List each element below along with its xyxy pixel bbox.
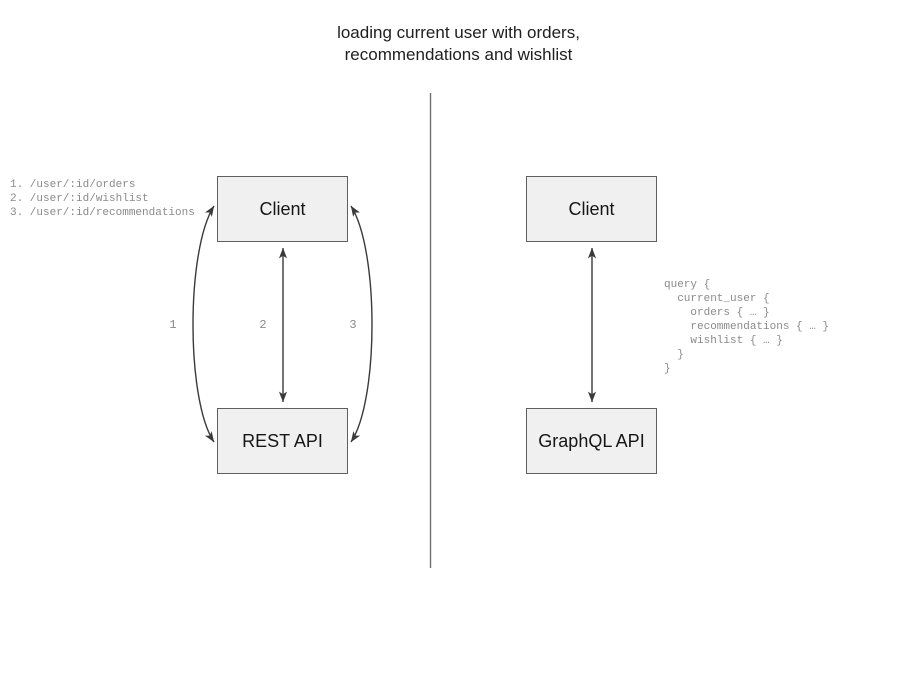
node-client-graphql[interactable]: Client (526, 176, 657, 242)
graphql-query-block: query { current_user { orders { … } reco… (664, 279, 830, 375)
node-graphql-api[interactable]: GraphQL API (526, 408, 657, 474)
edge-label-3: 3 (349, 318, 357, 332)
node-rest-api[interactable]: REST API (217, 408, 348, 474)
page-title-line-1: loading current user with orders, (337, 23, 580, 42)
rest-endpoint-item: 1. /user/:id/orders (10, 179, 136, 191)
rest-endpoint-item: 2. /user/:id/wishlist (10, 193, 149, 205)
rest-endpoints-list: 1. /user/:id/orders 2. /user/:id/wishlist… (10, 178, 195, 220)
page-title: loading current user with orders, recomm… (0, 22, 917, 66)
edge-rest-3 (350, 205, 373, 443)
edge-label-1: 1 (169, 318, 177, 332)
page-title-line-2: recommendations and wishlist (344, 45, 573, 64)
node-client-rest[interactable]: Client (217, 176, 348, 242)
edge-rest-1 (192, 205, 215, 443)
edge-label-2: 2 (259, 318, 267, 332)
rest-endpoint-item: 3. /user/:id/recommendations (10, 207, 195, 219)
